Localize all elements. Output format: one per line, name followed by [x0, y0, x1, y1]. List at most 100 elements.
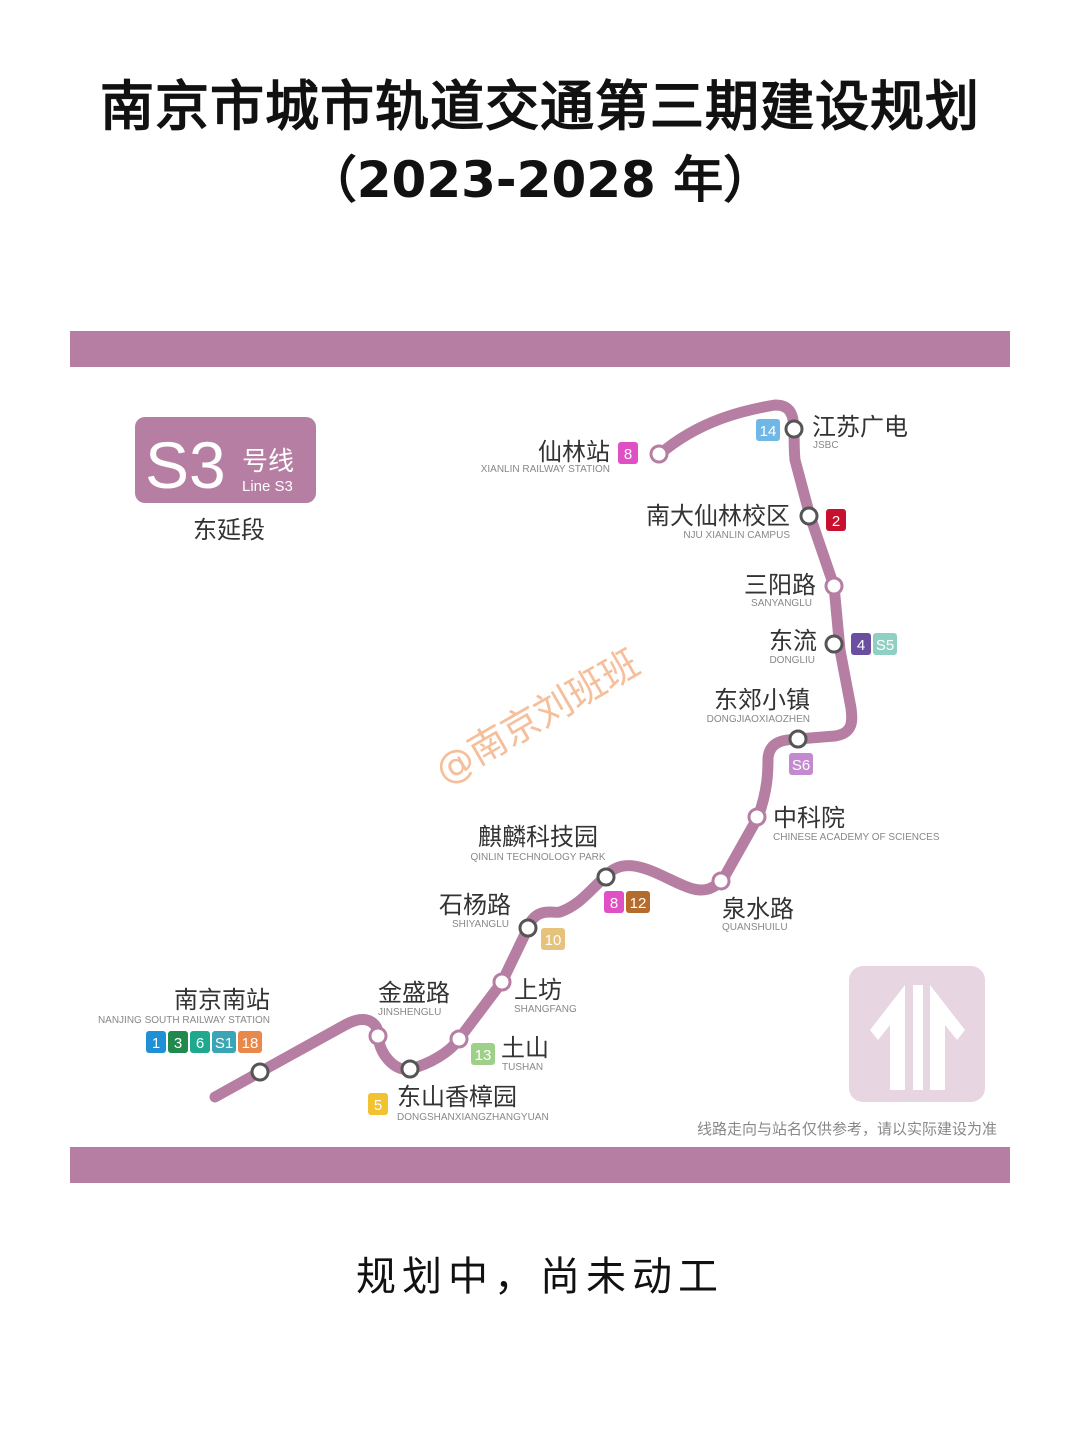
- transfer-badge-label: 2: [832, 513, 840, 530]
- transfer-badge-label: 3: [174, 1035, 182, 1052]
- metro-logo-icon: [849, 966, 985, 1102]
- transfer-badge-label: 10: [545, 932, 562, 949]
- transfer-badge: [789, 753, 813, 775]
- station-name: 东流: [769, 627, 817, 655]
- station-name-en: NANJING SOUTH RAILWAY STATION: [98, 1015, 270, 1026]
- transfer-badge: [168, 1031, 188, 1053]
- transfer-badge-label: 13: [475, 1047, 492, 1064]
- transfer-badge: [190, 1031, 210, 1053]
- station-name: 泉水路: [722, 895, 794, 923]
- station-name: 仙林站: [538, 438, 610, 466]
- station-name: 土山: [501, 1034, 549, 1062]
- station-dot: [649, 444, 669, 464]
- line-badge-bg: [135, 417, 316, 503]
- station-dot: [711, 871, 731, 891]
- transfer-badge-label: S6: [792, 757, 810, 774]
- transfer-badge: [238, 1031, 262, 1053]
- transfer-badge: [471, 1043, 495, 1065]
- transfer-badge-label: S1: [215, 1035, 233, 1052]
- transfer-badge-label: 8: [610, 895, 618, 912]
- transfer-badge-label: 6: [196, 1035, 204, 1052]
- station-dot: [250, 1062, 270, 1082]
- section-label: 东延段: [193, 516, 265, 544]
- station-name: 中科院: [773, 804, 845, 832]
- station-name: 金盛路: [378, 979, 450, 1007]
- transfer-badge-label: 4: [857, 637, 865, 654]
- station-name-en: XIANLIN RAILWAY STATION: [481, 464, 610, 475]
- transfer-badge-label: S5: [876, 637, 894, 654]
- transfer-badge: [604, 891, 624, 913]
- station-name: 东山香樟园: [397, 1083, 517, 1111]
- station-dot: [449, 1029, 469, 1049]
- transfer-badge: [368, 1093, 388, 1115]
- station-dot: [747, 807, 767, 827]
- transfer-badge: [146, 1031, 166, 1053]
- station-name-en: SHANGFANG: [514, 1004, 577, 1015]
- station-dot: [492, 972, 512, 992]
- station-dot: [518, 918, 538, 938]
- station-name-en: DONGLIU: [769, 655, 815, 666]
- transfer-badge-label: 12: [630, 895, 647, 912]
- station-dot: [596, 867, 616, 887]
- station-name-en: SANYANGLU: [751, 598, 812, 609]
- station-dot: [799, 506, 819, 526]
- station-name: 南大仙林校区: [646, 502, 790, 530]
- watermark: @南京刘班班: [428, 641, 647, 793]
- station-name-en: NJU XIANLIN CAMPUS: [683, 530, 790, 541]
- station-name: 石杨路: [439, 891, 511, 919]
- top-band: [70, 331, 1010, 367]
- bottom-band: [70, 1147, 1010, 1183]
- transfer-badge: [626, 891, 650, 913]
- transfer-badge: [541, 928, 565, 950]
- line-badge-en: Line S3: [242, 478, 293, 495]
- station-dot: [788, 729, 808, 749]
- station-dot: [824, 634, 844, 654]
- station-dot: [784, 419, 804, 439]
- station-name-en: TUSHAN: [502, 1062, 543, 1073]
- transfer-badge-label: 5: [374, 1097, 382, 1114]
- station-name: 三阳路: [744, 571, 816, 599]
- transfer-badge-label: 18: [242, 1035, 259, 1052]
- disclaimer-note: 线路走向与站名仅供参考，请以实际建设为准: [697, 1120, 997, 1138]
- station-name-en: QUANSHUILU: [722, 922, 788, 933]
- station-dot: [824, 576, 844, 596]
- transfer-badge: [826, 509, 846, 531]
- page-subtitle: （2023-2028 年）: [306, 151, 774, 209]
- transfer-badge-label: 14: [760, 423, 777, 440]
- station-name: 江苏广电: [812, 413, 908, 441]
- transfer-badge-label: 1: [152, 1035, 160, 1052]
- station-name-en: DONGSHANXIANGZHANGYUAN: [397, 1112, 549, 1123]
- transfer-badge: [851, 633, 871, 655]
- transfer-badge-label: 8: [624, 446, 632, 463]
- transfer-badge: [756, 419, 780, 441]
- station-name: 南京南站: [174, 986, 270, 1014]
- transfer-badge: [873, 633, 897, 655]
- station-name-en: SHIYANGLU: [452, 919, 509, 930]
- station-name: 东郊小镇: [714, 686, 810, 714]
- transfer-badge: [212, 1031, 236, 1053]
- station-name: 麒麟科技园: [478, 823, 598, 851]
- station-dot: [400, 1059, 420, 1079]
- line-badge-code: S3: [145, 428, 226, 502]
- station-name-en: JSBC: [813, 440, 839, 451]
- station-name: 上坊: [514, 976, 562, 1004]
- station-name-en: JINSHENGLU: [378, 1007, 441, 1018]
- status-text: 规划中，尚未动工: [356, 1254, 724, 1300]
- station-dot: [368, 1026, 388, 1046]
- station-name-en: CHINESE ACADEMY OF SCIENCES: [773, 832, 940, 843]
